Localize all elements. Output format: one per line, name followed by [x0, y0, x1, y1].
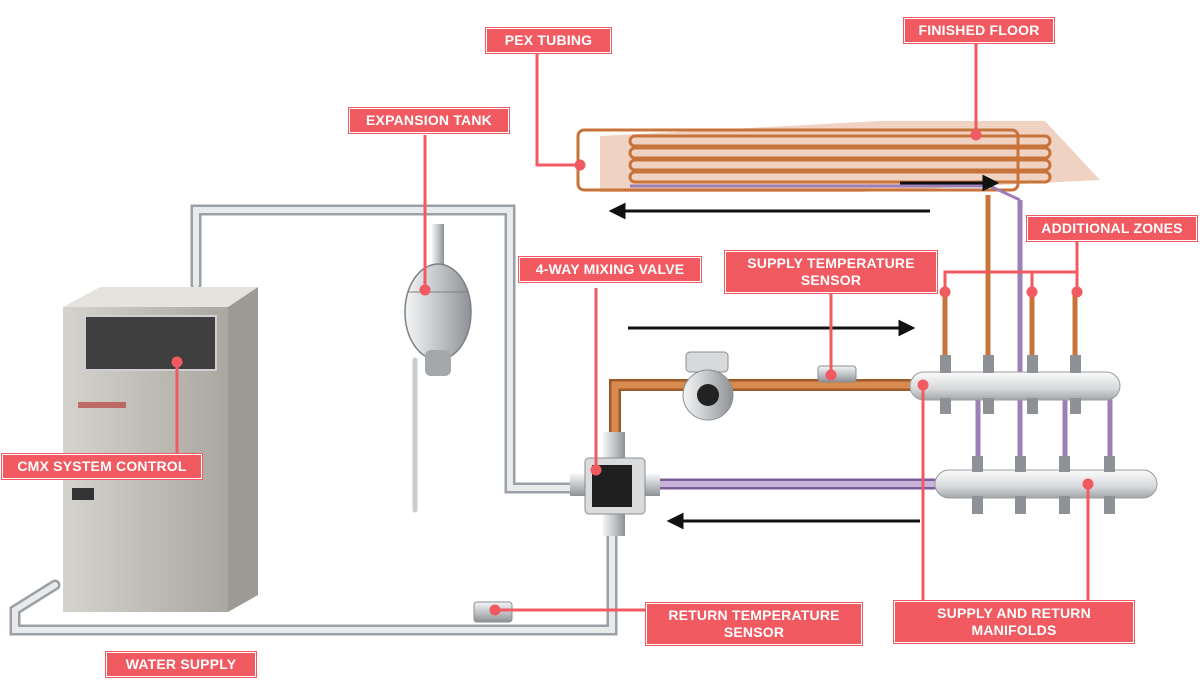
label-return-sensor-line1: RETURN TEMPERATURE: [668, 607, 840, 623]
cmx-control-unit: [63, 287, 258, 612]
floor-assembly: [576, 121, 1100, 202]
leader-lines: [171, 43, 1094, 616]
manifolds: [909, 195, 1158, 514]
label-expansion-tank: EXPANSION TANK: [349, 108, 509, 133]
label-additional-zones: ADDITIONAL ZONES: [1027, 216, 1197, 241]
steel-pipes: [9, 204, 618, 636]
label-water-supply: WATER SUPPLY: [106, 652, 256, 677]
label-supply-temperature-sensor: SUPPLY TEMPERATURE SENSOR: [725, 251, 937, 293]
supply-sensor-body: [817, 365, 857, 383]
expansion-tank: [404, 224, 472, 376]
label-cmx-system-control: CMX SYSTEM CONTROL: [2, 454, 202, 479]
label-return-temperature-sensor: RETURN TEMPERATURE SENSOR: [646, 603, 862, 645]
label-manifolds-line2: MANIFOLDS: [971, 622, 1057, 638]
label-supply-sensor-line2: SENSOR: [800, 272, 862, 288]
control-screen: [84, 315, 217, 371]
label-pex-tubing: PEX TUBING: [486, 28, 611, 53]
label-supply-return-manifolds: SUPPLY AND RETURN MANIFOLDS: [894, 601, 1134, 643]
label-finished-floor: FINISHED FLOOR: [904, 18, 1054, 43]
mixing-valve: [570, 432, 660, 536]
circulator-pump: [682, 351, 734, 421]
pex-loops: [576, 128, 1052, 192]
brand-logo: [78, 402, 126, 408]
copper-supply: [609, 379, 915, 440]
flow-arrows: [608, 174, 1000, 530]
label-supply-sensor-line1: SUPPLY TEMPERATURE: [747, 255, 915, 271]
label-manifolds-line1: SUPPLY AND RETURN: [937, 605, 1091, 621]
label-mixing-valve: 4-WAY MIXING VALVE: [519, 257, 701, 282]
label-return-sensor-line2: SENSOR: [723, 624, 785, 640]
